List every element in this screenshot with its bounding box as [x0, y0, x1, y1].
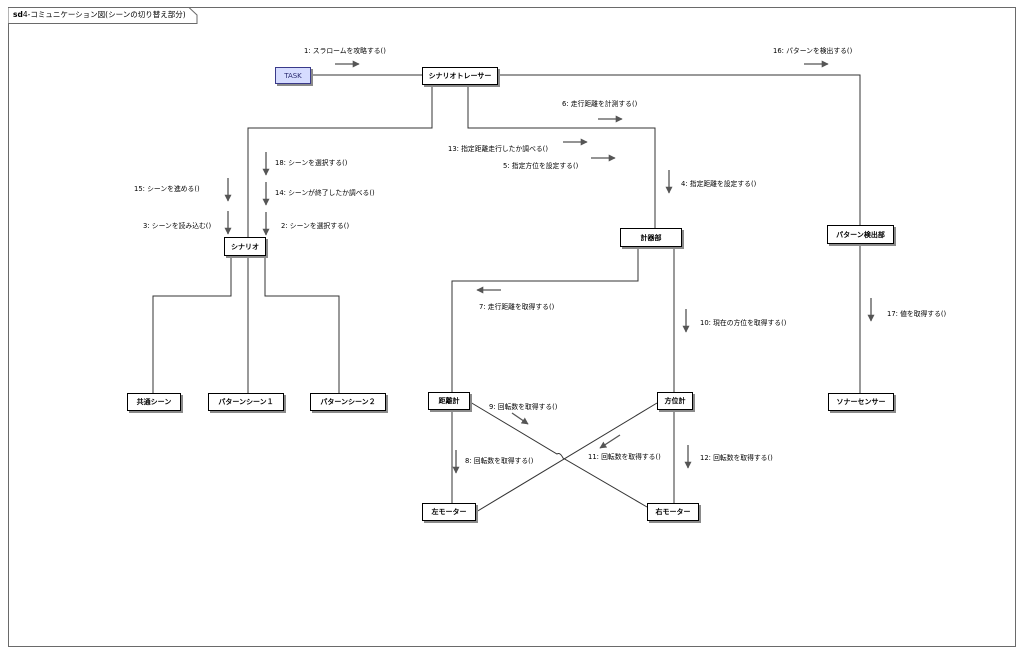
message-5: 5: 指定方位を設定する() — [503, 162, 579, 170]
arrow-m11 — [599, 434, 621, 449]
message-16: 16: パターンを検出する() — [773, 47, 853, 55]
message-13: 13: 指定距離走行したか調べる() — [448, 145, 548, 153]
node-pattern-detector[interactable]: パターン検出部 — [827, 225, 894, 244]
message-17: 17: 値を取得する() — [887, 310, 947, 318]
link-measure-distance — [451, 247, 639, 392]
frame-tab — [8, 7, 198, 24]
link-scenario-pattern2 — [264, 256, 340, 393]
node-measure[interactable]: 計器部 — [620, 228, 682, 247]
message-3: 3: シーンを読み込む() — [143, 222, 212, 230]
node-pattern-scene-1[interactable]: パターンシーン１ — [208, 393, 284, 411]
node-distance-meter[interactable]: 距離計 — [428, 392, 470, 410]
node-direction-meter[interactable]: 方位計 — [657, 392, 693, 410]
node-common-scene[interactable]: 共通シーン — [127, 393, 181, 411]
frame-title: sd4-コミュニケーション図(シーンの切り替え部分) — [13, 9, 186, 20]
link-direction-leftmotor — [475, 402, 658, 513]
message-12: 12: 回転数を取得する() — [700, 454, 773, 462]
node-scenario-tracer[interactable]: シナリオトレーサー — [422, 67, 498, 85]
frame-kind: sd — [13, 10, 23, 19]
node-right-motor[interactable]: 右モーター — [647, 503, 699, 521]
diagram-frame — [8, 7, 1016, 647]
link-distance-rightmotor — [469, 401, 648, 508]
message-14: 14: シーンが終了したか調べる() — [275, 189, 375, 197]
link-tracer-detector — [498, 74, 861, 225]
arrow-m9 — [511, 412, 529, 425]
message-11: 11: 回転数を取得する() — [588, 453, 661, 461]
node-pattern-scene-2[interactable]: パターンシーン２ — [310, 393, 386, 411]
message-2: 2: シーンを選択する() — [281, 222, 350, 230]
message-8: 8: 回転数を取得する() — [465, 457, 534, 465]
message-6: 6: 走行距離を計測する() — [562, 100, 638, 108]
node-left-motor[interactable]: 左モーター — [422, 503, 476, 521]
message-15: 15: シーンを進める() — [134, 185, 200, 193]
frame-title-text: 4-コミュニケーション図(シーンの切り替え部分) — [22, 10, 186, 19]
node-scenario[interactable]: シナリオ — [224, 237, 266, 256]
message-7: 7: 走行距離を取得する() — [479, 303, 555, 311]
message-18: 18: シーンを選択する() — [275, 159, 348, 167]
link-tracer-measure — [467, 85, 656, 228]
message-4: 4: 指定距離を設定する() — [681, 180, 757, 188]
node-task[interactable]: TASK — [275, 67, 311, 84]
link-scenario-common — [152, 256, 232, 393]
node-sonar-sensor[interactable]: ソナーセンサー — [828, 393, 894, 411]
link-tracer-scenario — [247, 85, 433, 237]
message-10: 10: 現在の方位を取得する() — [700, 319, 787, 327]
message-1: 1: スラロームを攻略する() — [304, 47, 386, 55]
message-9: 9: 回転数を取得する() — [489, 403, 558, 411]
